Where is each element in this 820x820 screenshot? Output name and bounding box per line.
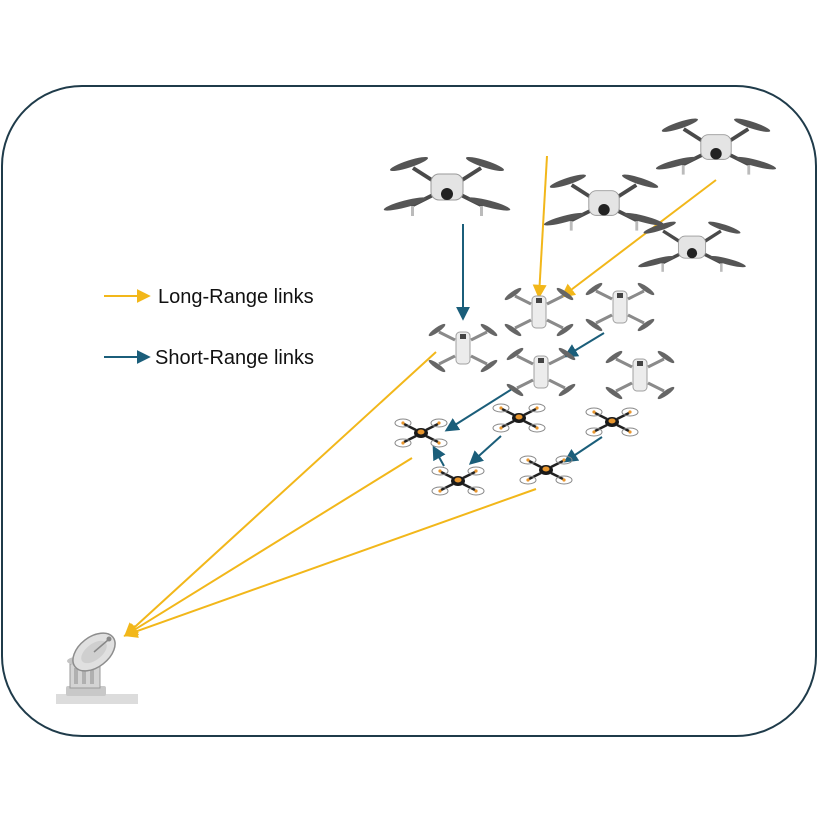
legend-short-range-label: Short-Range links [155, 347, 314, 369]
short-range-links [432, 224, 605, 467]
long-link-orange-right-to-station [123, 488, 537, 638]
long-range-links [123, 155, 717, 638]
short-link-mid-to-orange-left [444, 388, 513, 432]
long-link-right-to-cluster [560, 179, 717, 298]
diagram-frame [1, 85, 817, 737]
short-link-orange-low-up [432, 445, 446, 467]
short-link-orange-center-down [468, 435, 502, 465]
legend-long-range-label: Long-Range links [158, 286, 314, 308]
short-link-orange-right-down [563, 436, 603, 463]
short-link-small-right-to-mid [563, 332, 605, 358]
satellite-dish-icon [56, 632, 138, 704]
long-link-orange-left-to-station [123, 457, 413, 637]
long-link-relay-to-station [123, 351, 437, 637]
long-link-top-to-cluster [532, 155, 548, 299]
